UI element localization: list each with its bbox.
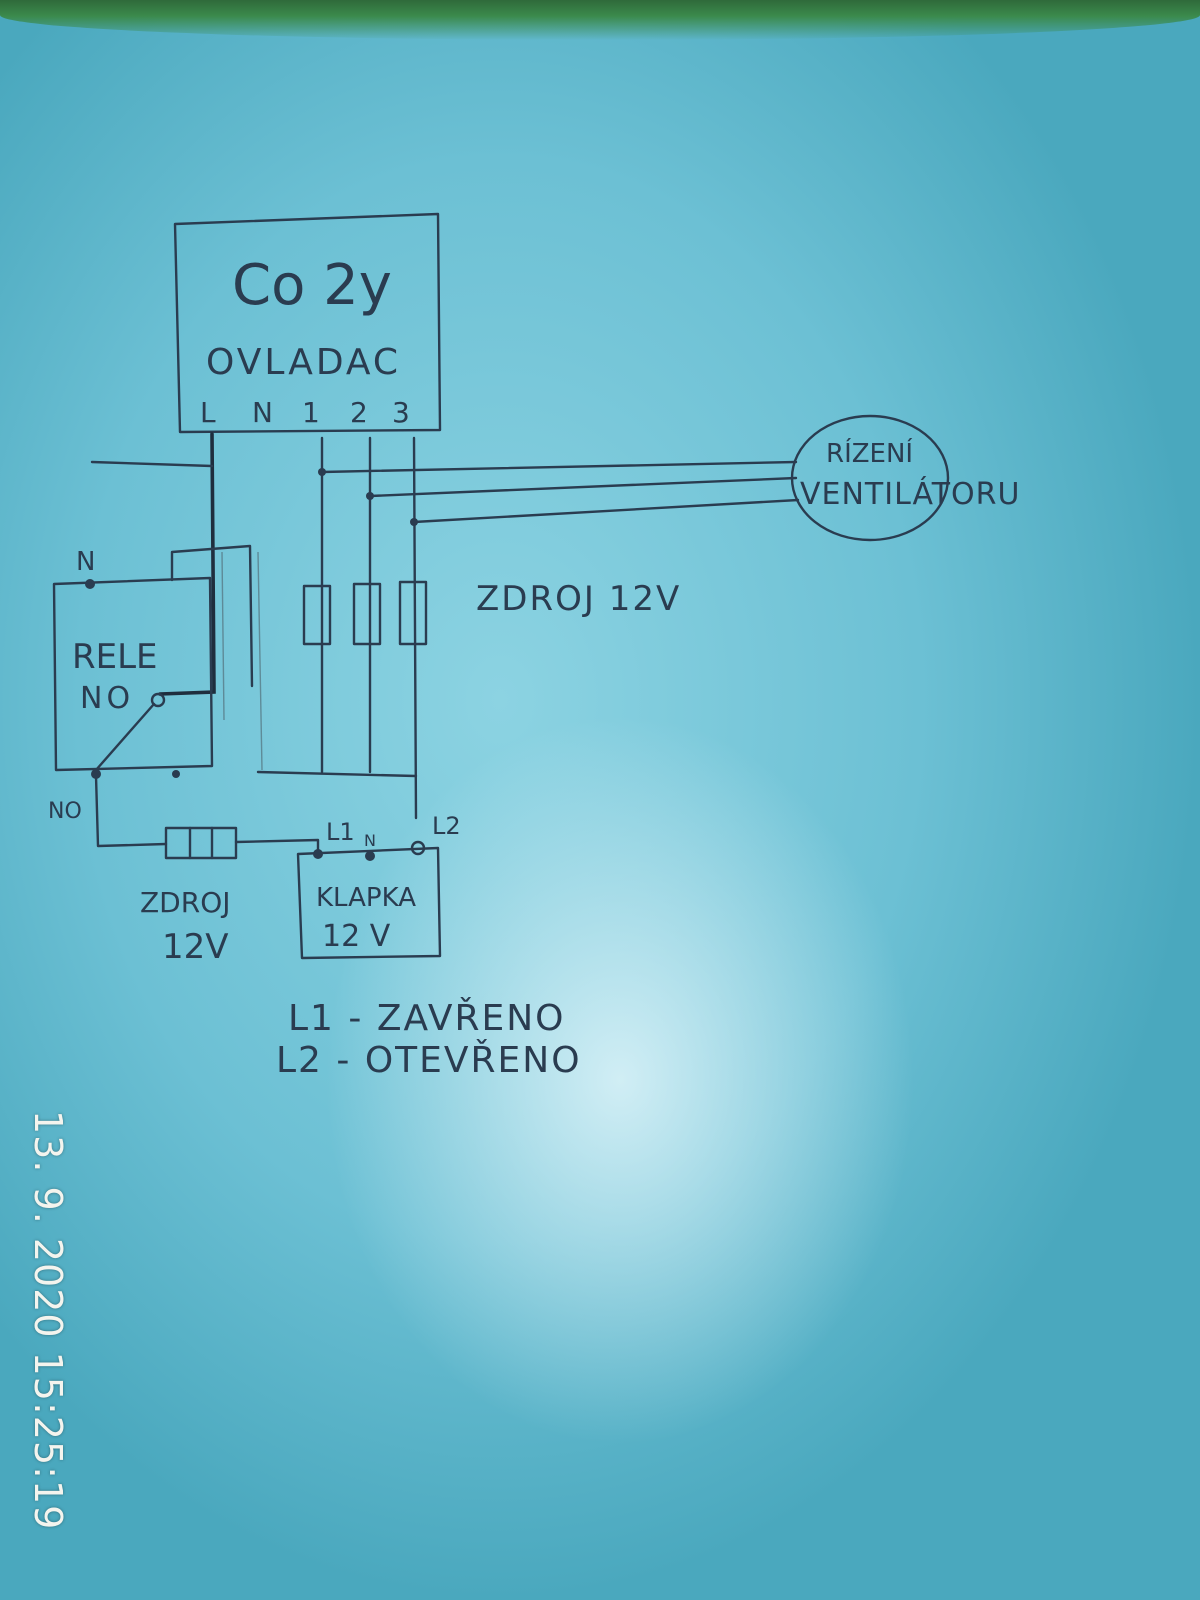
- damper-label-2: 12 V: [322, 919, 391, 954]
- junction-2: [366, 492, 374, 500]
- relay-switch-arm: [94, 702, 156, 772]
- supply-bottom-label-2: 12V: [162, 927, 229, 967]
- damper-pin-n-label: N: [364, 831, 376, 850]
- wire-fan-3: [412, 498, 800, 524]
- controller-subtitle: OVLADAC: [206, 342, 401, 383]
- resistor-1: [302, 584, 332, 646]
- wire-no-to-supply: [94, 774, 168, 848]
- damper-label-1: KLAPKA: [316, 883, 416, 913]
- junction-3: [410, 518, 418, 526]
- relay-unit: N RELE NO NO: [48, 544, 254, 824]
- damper-pin-l2-label: L2: [432, 812, 461, 840]
- wire-fan-1: [320, 460, 798, 474]
- supply-right-label: ZDROJ 12V: [476, 579, 681, 619]
- relay-label: RELE: [72, 637, 158, 677]
- junction-1: [318, 468, 326, 476]
- relay-pencil: [221, 551, 225, 721]
- terminal-n: N: [252, 396, 273, 429]
- fan-circle: [790, 414, 950, 542]
- terminal-l: L: [200, 396, 216, 429]
- wire-feed: [90, 460, 214, 468]
- relay-box: [52, 576, 214, 772]
- controller-wires: [90, 432, 800, 820]
- legend-l1: L1 - ZAVŘENO: [288, 997, 565, 1039]
- bottom-supply: ZDROJ 12V: [94, 774, 320, 967]
- relay-contact-label: NO: [80, 681, 134, 716]
- damper-pin-n: [365, 851, 375, 861]
- wire-supply-to-damper: [234, 838, 320, 854]
- resistor-2: [352, 582, 382, 646]
- pencil-guide: [257, 551, 263, 771]
- fan-control: RÍZENÍ VENTILÁTORU: [790, 414, 1020, 542]
- controller-unit: Co 2y OVLADAC L N 1 2 3: [173, 212, 442, 434]
- photo-timestamp: 13. 9. 2020 15:25:19: [26, 1110, 78, 1580]
- relay-pin-n-label: N: [76, 547, 95, 577]
- damper-pin-l1-label: L1: [326, 818, 355, 846]
- damper-box: [296, 846, 442, 960]
- damper-pin-l1: [313, 849, 323, 859]
- controller-title: Co 2y: [232, 253, 392, 318]
- terminal-2: 2: [350, 396, 368, 429]
- wire-l-to-relay: [158, 432, 216, 696]
- wire-fan-2: [368, 476, 798, 498]
- timestamp-text: 13. 9. 2020 15:25:19: [26, 1110, 70, 1531]
- fan-label-top: RÍZENÍ: [826, 437, 913, 469]
- relay-pin-no: [91, 769, 101, 779]
- terminal-1: 1: [302, 396, 320, 429]
- relay-pin-n: [85, 579, 95, 589]
- wire-terminal-3: [412, 436, 418, 820]
- legend-l2: L2 - OTEVŘENO: [276, 1039, 582, 1081]
- controller-box: [173, 212, 442, 434]
- supply-bottom-block: [164, 826, 238, 860]
- resistor-bank: ZDROJ 12V: [302, 579, 681, 646]
- supply-bottom-divider: [188, 826, 214, 860]
- damper-pin-l2: [410, 840, 426, 856]
- resistor-3: [398, 580, 428, 646]
- paper-top-edge: [0, 0, 1200, 40]
- supply-bottom-label-1: ZDROJ: [140, 886, 231, 919]
- terminal-3: 3: [392, 396, 410, 429]
- relay-pin-com: [172, 770, 180, 778]
- wire-common-bottom: [256, 770, 418, 778]
- relay-contact-point: [150, 692, 166, 708]
- relay-coil-loop: [170, 544, 254, 688]
- legend: L1 - ZAVŘENO L2 - OTEVŘENO: [276, 997, 582, 1081]
- relay-pin-no-label: NO: [48, 799, 82, 824]
- damper-unit: L1 N L2 KLAPKA 12 V: [296, 812, 461, 960]
- fan-label-bottom: VENTILÁTORU: [800, 476, 1020, 512]
